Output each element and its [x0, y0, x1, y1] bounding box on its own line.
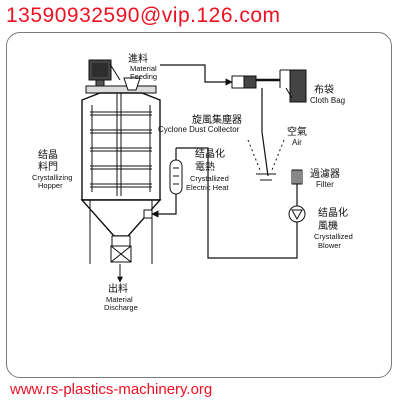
discharge-label-en1: Material	[106, 295, 133, 304]
cloth-bag	[280, 69, 307, 103]
inlet-port-icon	[143, 209, 153, 219]
blower-icon	[288, 205, 306, 223]
heater-label-zh1: 结晶化	[195, 147, 225, 160]
hot-air-inlet-pipe	[151, 194, 177, 218]
feed-pipe	[160, 64, 233, 86]
discharge-valve-icon	[110, 245, 132, 263]
blower-label-zh1: 结晶化	[318, 206, 348, 219]
return-pipe	[176, 147, 298, 259]
hopper-label-zh2: 料門	[38, 160, 58, 173]
heater-label-en1: Crystallized	[190, 174, 229, 183]
hopper-label-zh1: 结晶	[38, 148, 58, 161]
feeding-leader-line	[109, 63, 121, 81]
cyclone-outlet-icon	[256, 173, 276, 181]
motor-icon	[85, 59, 157, 94]
cyclone-dust-collector	[231, 70, 281, 177]
blower-label-zh2: 風機	[318, 219, 338, 232]
clothbag-label-zh: 布袋	[314, 83, 334, 96]
website-url[interactable]: www.rs-plastics-machinery.org	[10, 381, 213, 398]
blower-label-en1: Crystallized	[314, 232, 353, 241]
air-cone-icon	[247, 139, 285, 171]
electric-heater-icon	[169, 159, 183, 195]
feeding-label-zh: 進料	[128, 52, 148, 65]
contact-email: 13590932590@vip.126.com	[6, 4, 281, 27]
heater-label-zh2: 電熱	[195, 160, 215, 173]
discharge-label-zh: 出料	[108, 282, 128, 295]
hopper-label-en2: Hopper	[38, 181, 63, 190]
filter-label-en: Filter	[316, 180, 334, 189]
air-label-zh: 空氣	[287, 125, 307, 138]
blower-label-en2: Blower	[318, 241, 341, 250]
hopper-label-en1: Crystallizing	[32, 173, 72, 182]
heater-label-en2: Electric Heat	[186, 183, 229, 192]
filter-icon	[291, 169, 303, 185]
crystallizing-hopper	[80, 92, 162, 264]
discharge-label-en2: Discharge	[104, 303, 138, 312]
feeding-label-en2: Feeding	[130, 72, 157, 81]
filter-label-zh: 過濾器	[310, 167, 340, 180]
diagram-frame	[6, 32, 392, 378]
cyclone-label-en: Cyclone Dust Collector	[158, 125, 240, 134]
cyclone-label-zh: 旋風集塵器	[192, 113, 242, 126]
clothbag-label-en: Cloth Bag	[310, 96, 345, 105]
feeding-label-en1: Material	[130, 64, 157, 73]
clothbag-leader	[285, 87, 293, 99]
feeding-hopper-icon	[123, 77, 141, 91]
air-label-en: Air	[292, 138, 302, 147]
